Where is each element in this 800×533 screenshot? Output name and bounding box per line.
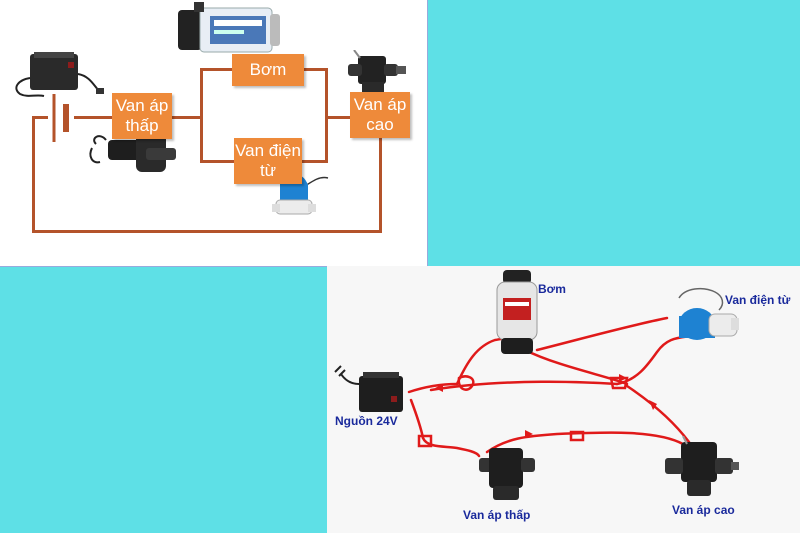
- high-pressure-switch-icon: [665, 436, 739, 496]
- solenoid-valve-label: Van điện từ: [725, 293, 791, 307]
- wire: [172, 116, 202, 119]
- battery-icon: [48, 94, 74, 142]
- power-adapter-icon: [15, 52, 104, 97]
- high-pressure-valve-label: Van áp cao: [672, 503, 735, 517]
- top-wiring-diagram: Van áp thấp Bơm Van điện từ Van áp cao: [0, 0, 428, 267]
- low-pressure-valve-label: Van áp thấp: [463, 508, 531, 522]
- high-pressure-switch-icon: [348, 50, 406, 92]
- wire: [326, 116, 352, 119]
- low-pressure-valve-box: Van áp thấp: [112, 93, 172, 139]
- solenoid-valve-icon: [678, 287, 739, 340]
- power-supply-label: Nguồn 24V: [335, 414, 398, 428]
- pump-label: Bơm: [538, 282, 566, 296]
- low-pressure-switch-icon: [479, 448, 535, 500]
- wire: [32, 230, 382, 233]
- pump-box: Bơm: [232, 54, 304, 86]
- wire: [325, 68, 328, 162]
- wire: [200, 68, 203, 162]
- low-pressure-switch-icon: [89, 134, 176, 172]
- power-adapter-icon: [334, 365, 403, 412]
- pump-icon: [178, 2, 280, 53]
- high-pressure-valve-box: Van áp cao: [350, 92, 410, 138]
- wire: [32, 116, 35, 232]
- wire: [379, 136, 382, 233]
- pump-icon: [496, 270, 538, 354]
- bottom-wiring-photo: Bơm Van điện từ Nguồn 24V Van áp thấp Va…: [327, 266, 800, 533]
- solenoid-valve-box: Van điện từ: [234, 138, 302, 184]
